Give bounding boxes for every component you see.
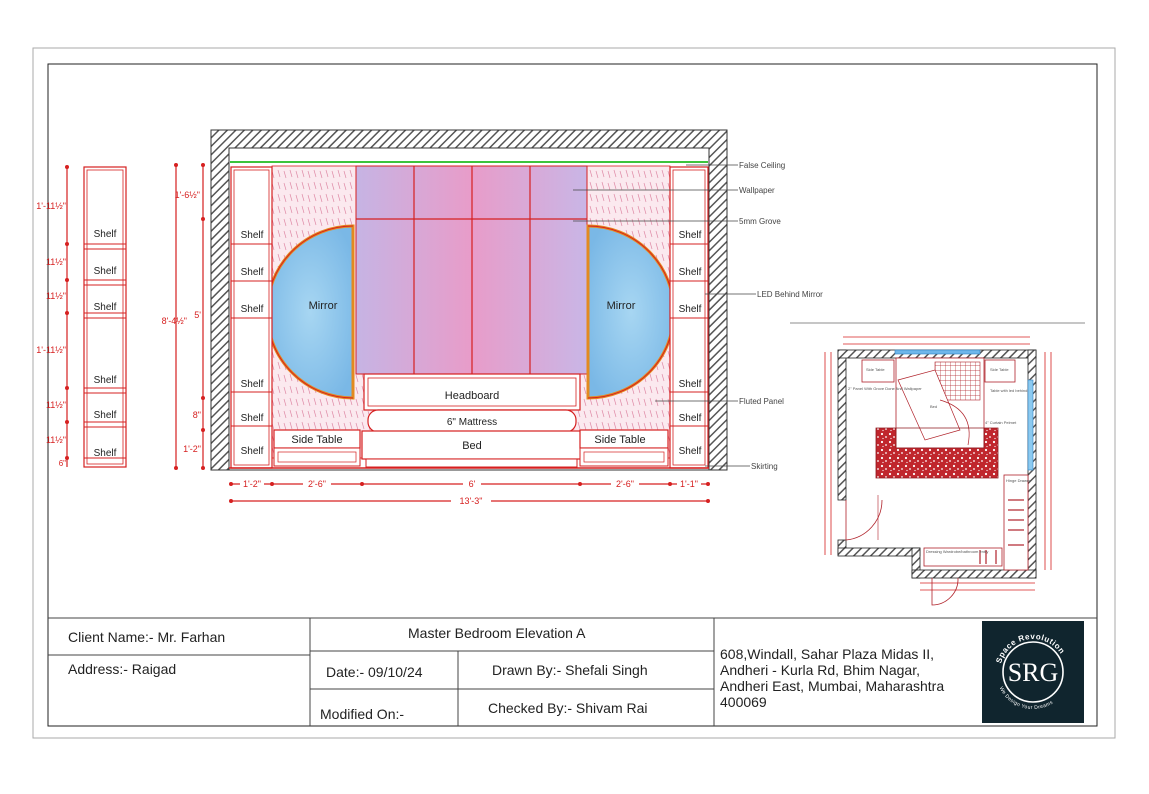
left-shelf-section: Shelf Shelf Shelf Shelf Shelf Shelf 1'-1… <box>36 165 127 468</box>
title-block <box>48 617 1097 726</box>
shelf-label: Shelf <box>241 379 264 390</box>
callout-led-mirror: LED Behind Mirror <box>757 290 823 299</box>
plan-label: Table with led behind <box>990 388 1027 393</box>
plan-label: Side Table <box>866 367 885 372</box>
left-shelf-label: Shelf <box>94 302 117 313</box>
bed-label: Bed <box>462 440 482 452</box>
elev-dim: 5' <box>194 310 201 320</box>
plan-label: Hinge Drawer <box>1006 478 1031 483</box>
shelf-label: Shelf <box>679 267 702 278</box>
shelf-label: Shelf <box>679 379 702 390</box>
bottom-dim: 6' <box>469 479 476 489</box>
bottom-dim: 2'-6" <box>308 479 326 489</box>
headboard <box>363 373 581 411</box>
drawn-by: Drawn By:- Shefali Singh <box>492 662 648 678</box>
left-dim-label: 1'-11½" <box>36 345 66 355</box>
bottom-dim: 1'-1" <box>680 479 698 489</box>
shelf-label: Shelf <box>679 446 702 457</box>
plan-label: 2" Panel With Grove Done And Wallpaper <box>848 386 922 391</box>
left-dim-label: 6" <box>59 459 66 468</box>
shelf-label: Shelf <box>241 267 264 278</box>
plan-label: Side Table <box>990 367 1009 372</box>
shelf-label: Shelf <box>241 304 264 315</box>
left-dim-label: 11½" <box>46 435 66 445</box>
elevation-a: Mirror Mirror Shelf Shelf Shelf Shelf Sh… <box>162 129 823 506</box>
date: Date:- 09/10/24 <box>326 664 423 680</box>
bottom-dim: 2'-6" <box>616 479 634 489</box>
plan-label: 4" Curtain Pelmet <box>985 420 1017 425</box>
total-width-dim: 13'-3" <box>460 496 483 506</box>
callout-false-ceiling: False Ceiling <box>739 161 785 170</box>
elev-dim: 8'-4½" <box>162 316 187 326</box>
shelf-label: Shelf <box>679 304 702 315</box>
company-logo: Space Revolution We Design Your Dreams S… <box>982 621 1084 723</box>
callout-fluted-panel: Fluted Panel <box>739 397 784 406</box>
left-shelf-label: Shelf <box>94 448 117 459</box>
modified-on: Modified On:- <box>320 706 405 722</box>
shelf-label: Shelf <box>679 230 702 241</box>
elev-dim: 1'-6½" <box>175 190 200 200</box>
left-shelf-label: Shelf <box>94 229 117 240</box>
callout-skirting: Skirting <box>751 462 778 471</box>
plan-label: Bed <box>930 404 937 409</box>
sheet-inner-border <box>47 63 1098 727</box>
shelf-label: Shelf <box>241 446 264 457</box>
left-dim-label: 11½" <box>46 257 66 267</box>
mattress-label: 6" Mattress <box>447 417 497 428</box>
elev-dim: 8" <box>193 410 201 420</box>
logo-monogram: SRG <box>1008 658 1059 687</box>
shelf-label: Shelf <box>241 413 264 424</box>
headboard-label: Headboard <box>445 390 499 402</box>
logo-mark: Space Revolution We Design Your Dreams S… <box>994 632 1066 711</box>
sheet-outer-border <box>32 47 1116 739</box>
side-table-label: Side Table <box>594 434 645 446</box>
elev-dim: 1'-2" <box>183 444 201 454</box>
bottom-dim: 1'-2" <box>243 479 261 489</box>
left-shelf-label: Shelf <box>94 410 117 421</box>
shelf-label: Shelf <box>679 413 702 424</box>
office-address: 608,Windall, Sahar Plaza Midas II, Andhe… <box>720 646 945 710</box>
checked-by: Checked By:- Shivam Rai <box>488 700 648 716</box>
left-dim-label: 1'-11½" <box>36 201 66 211</box>
floor-plan: Side Table Side Table Bed 2" Panel With … <box>824 336 1052 606</box>
shelf-label: Shelf <box>241 230 264 241</box>
plan-label: Dressing Wardrobe/bathroom entry <box>926 549 988 554</box>
left-shelf-label: Shelf <box>94 375 117 386</box>
address: Address:- Raigad <box>68 661 177 677</box>
drawing-title: Master Bedroom Elevation A <box>408 625 586 641</box>
bed-base <box>361 430 582 460</box>
left-dim-label: 11½" <box>46 400 66 410</box>
left-dim-label: 11½" <box>46 291 66 301</box>
left-shelf-label: Shelf <box>94 266 117 277</box>
callout-grove: 5mm Grove <box>739 217 781 226</box>
mirror-label: Mirror <box>607 300 636 312</box>
callout-wallpaper: Wallpaper <box>739 186 775 195</box>
client-name: Client Name:- Mr. Farhan <box>68 629 226 645</box>
side-table-label: Side Table <box>291 434 342 446</box>
mirror-label: Mirror <box>309 300 338 312</box>
